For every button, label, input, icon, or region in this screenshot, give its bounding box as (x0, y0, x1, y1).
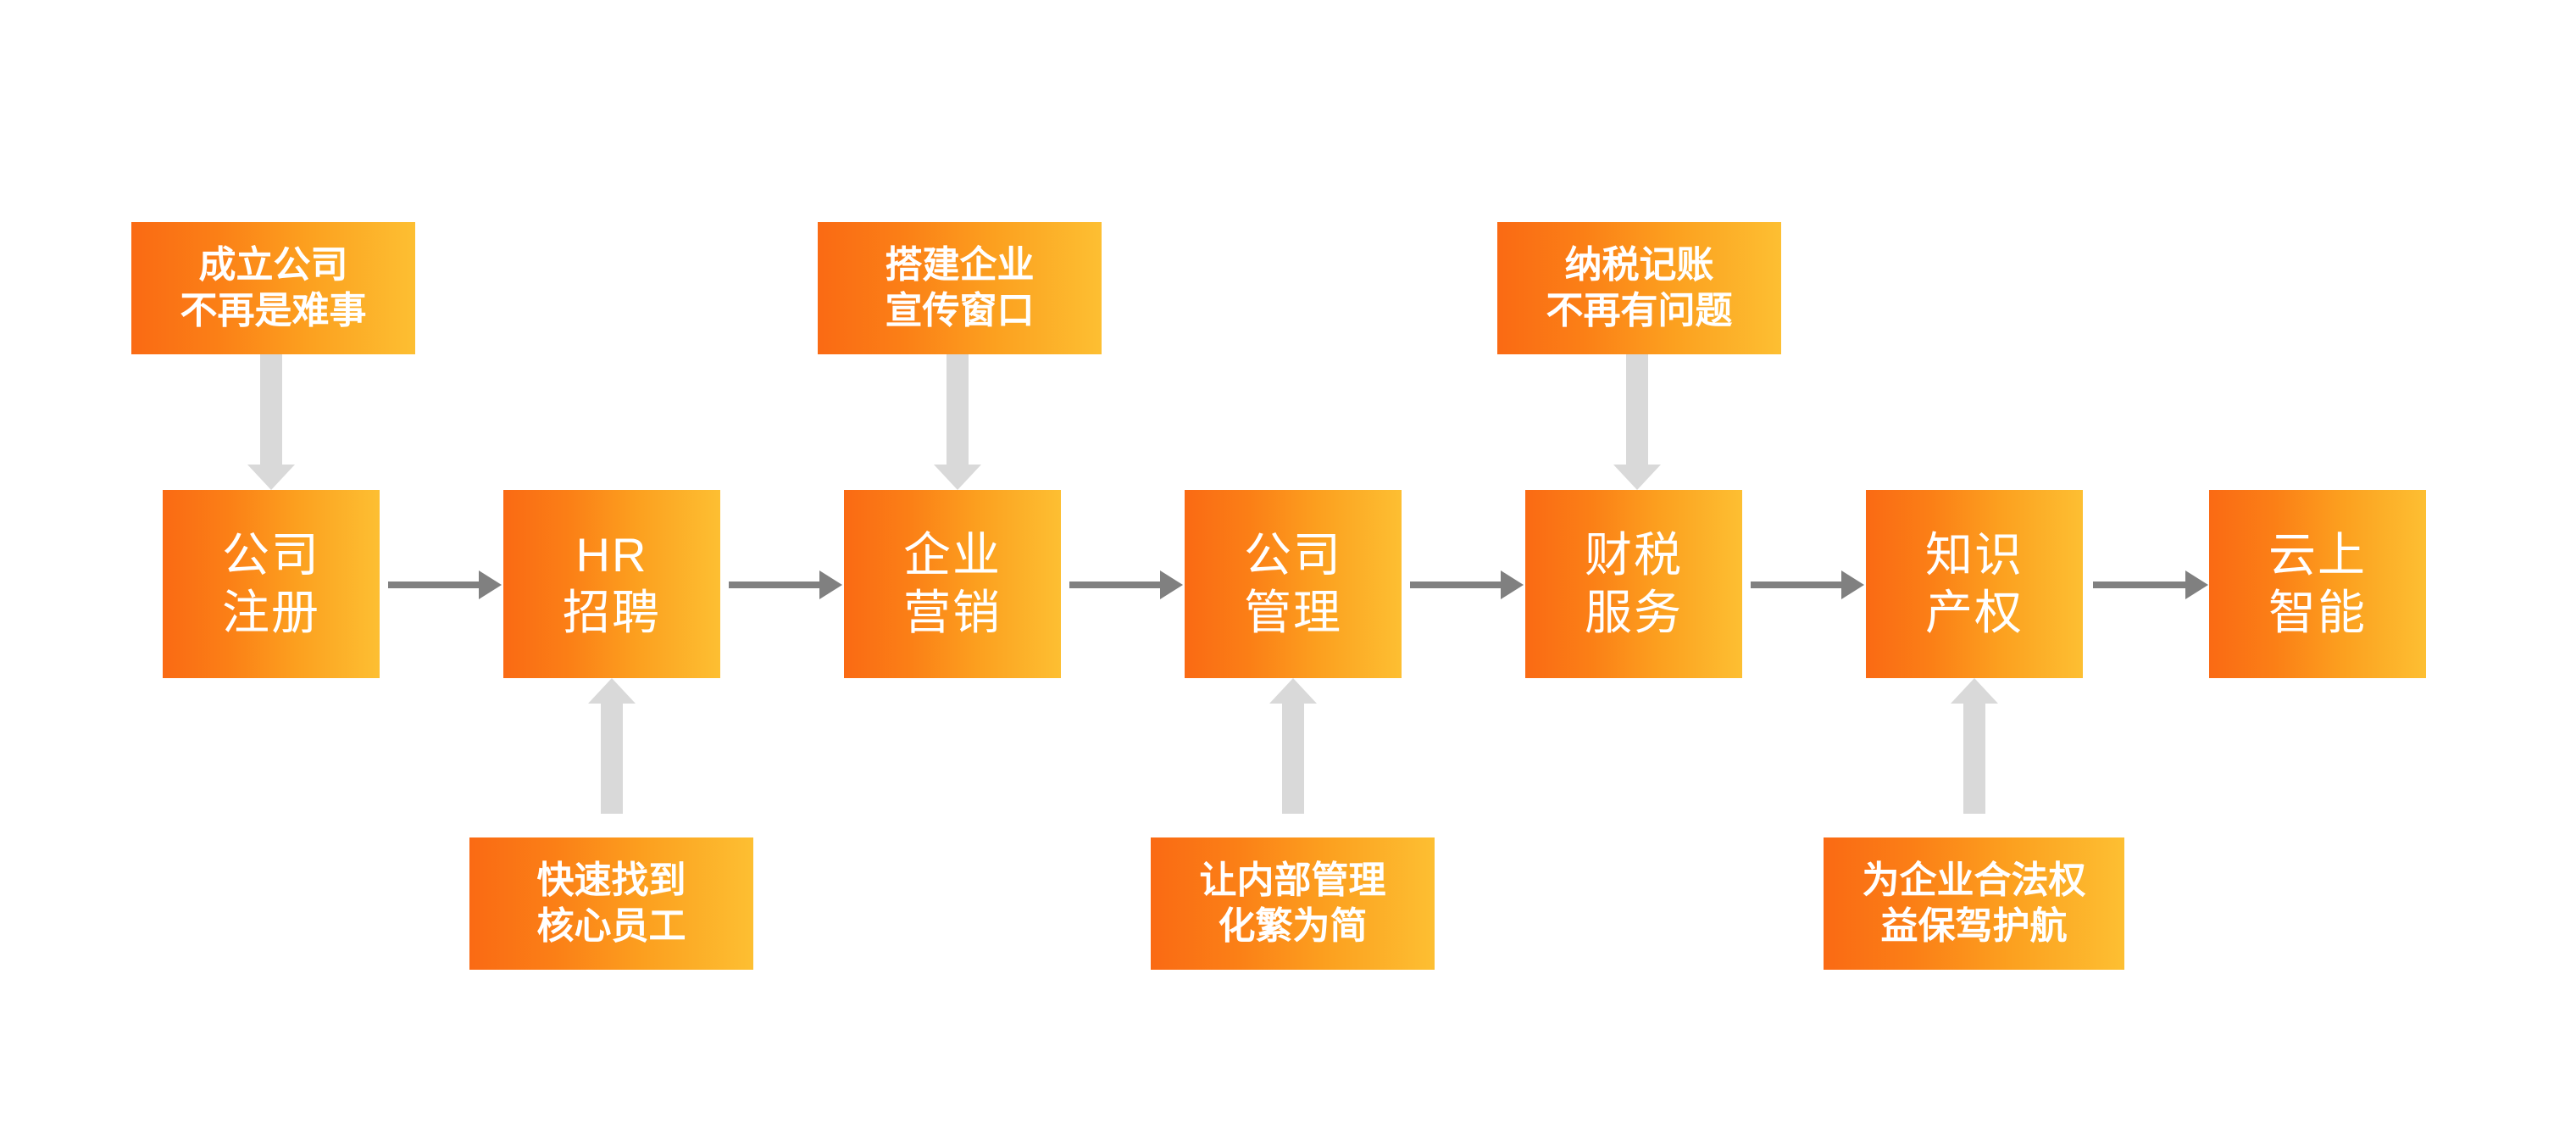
node-label-line-2: 营销 (903, 586, 1002, 639)
node-label-line-2: 服务 (1585, 586, 1683, 639)
node-company-management[interactable]: 公司 管理 (1185, 490, 1402, 678)
flow-arrow-4-5-icon (1410, 581, 1502, 588)
flow-arrow-5-6-icon (1751, 581, 1842, 588)
callout-line-2: 不再是难事 (180, 290, 367, 331)
node-label-line-1: 财税 (1585, 527, 1683, 581)
node-label-line-1: 公司 (222, 527, 320, 581)
callout-line-2: 益保驾护航 (1880, 905, 2068, 947)
node-intellectual-property[interactable]: 知识 产权 (1866, 490, 2083, 678)
node-hr-recruitment[interactable]: HR 招聘 (503, 490, 720, 678)
callout-line-2: 宣传窗口 (885, 290, 1035, 331)
callout-arrow-top-3-down-icon (1626, 354, 1648, 465)
callout-arrow-bottom-1-up-icon (601, 704, 623, 814)
flow-arrow-2-3-icon (729, 581, 820, 588)
node-enterprise-marketing[interactable]: 企业 营销 (844, 490, 1061, 678)
node-label-line-1: 知识 (1925, 527, 2024, 581)
callout-arrow-top-1-down-icon (260, 354, 282, 465)
node-label-line-1: 公司 (1244, 527, 1342, 581)
node-company-registration[interactable]: 公司 注册 (163, 490, 380, 678)
node-cloud-intelligence[interactable]: 云上 智能 (2209, 490, 2426, 678)
callout-bottom-intellectual-property[interactable]: 为企业合法权 益保驾护航 (1824, 837, 2124, 970)
callout-line-1: 纳税记账 (1564, 244, 1714, 287)
node-label-line-1: HR (575, 527, 648, 581)
flow-arrow-1-2-icon (388, 581, 480, 588)
node-tax-service[interactable]: 财税 服务 (1525, 490, 1742, 678)
node-label-line-2: 智能 (2268, 586, 2367, 639)
callout-line-2: 核心员工 (536, 905, 686, 947)
node-label-line-2: 招聘 (563, 586, 661, 639)
flow-arrow-6-7-icon (2093, 581, 2186, 588)
callout-arrow-bottom-2-up-icon (1282, 704, 1304, 814)
flow-arrow-3-4-icon (1069, 581, 1161, 588)
node-label-line-2: 管理 (1244, 586, 1342, 639)
callout-line-1: 搭建企业 (885, 244, 1035, 287)
callout-top-tax-service[interactable]: 纳税记账 不再有问题 (1497, 222, 1781, 354)
callout-line-1: 为企业合法权 (1862, 860, 2086, 902)
callout-top-company-registration[interactable]: 成立公司 不再是难事 (131, 222, 415, 354)
node-label-line-1: 云上 (2268, 527, 2367, 581)
callout-top-enterprise-marketing[interactable]: 搭建企业 宣传窗口 (818, 222, 1102, 354)
callout-line-1: 成立公司 (198, 244, 348, 287)
callout-line-2: 不再有问题 (1546, 290, 1733, 331)
callout-bottom-hr-recruitment[interactable]: 快速找到 核心员工 (469, 837, 753, 970)
callout-line-2: 化繁为简 (1218, 905, 1368, 947)
callout-arrow-bottom-3-up-icon (1963, 704, 1985, 814)
node-label-line-2: 注册 (222, 586, 320, 639)
callout-line-1: 快速找到 (536, 860, 686, 902)
callout-bottom-company-management[interactable]: 让内部管理 化繁为简 (1151, 837, 1435, 970)
callout-line-1: 让内部管理 (1199, 860, 1386, 902)
node-label-line-2: 产权 (1925, 586, 2024, 639)
callout-arrow-top-2-down-icon (947, 354, 969, 465)
node-label-line-1: 企业 (903, 527, 1002, 581)
